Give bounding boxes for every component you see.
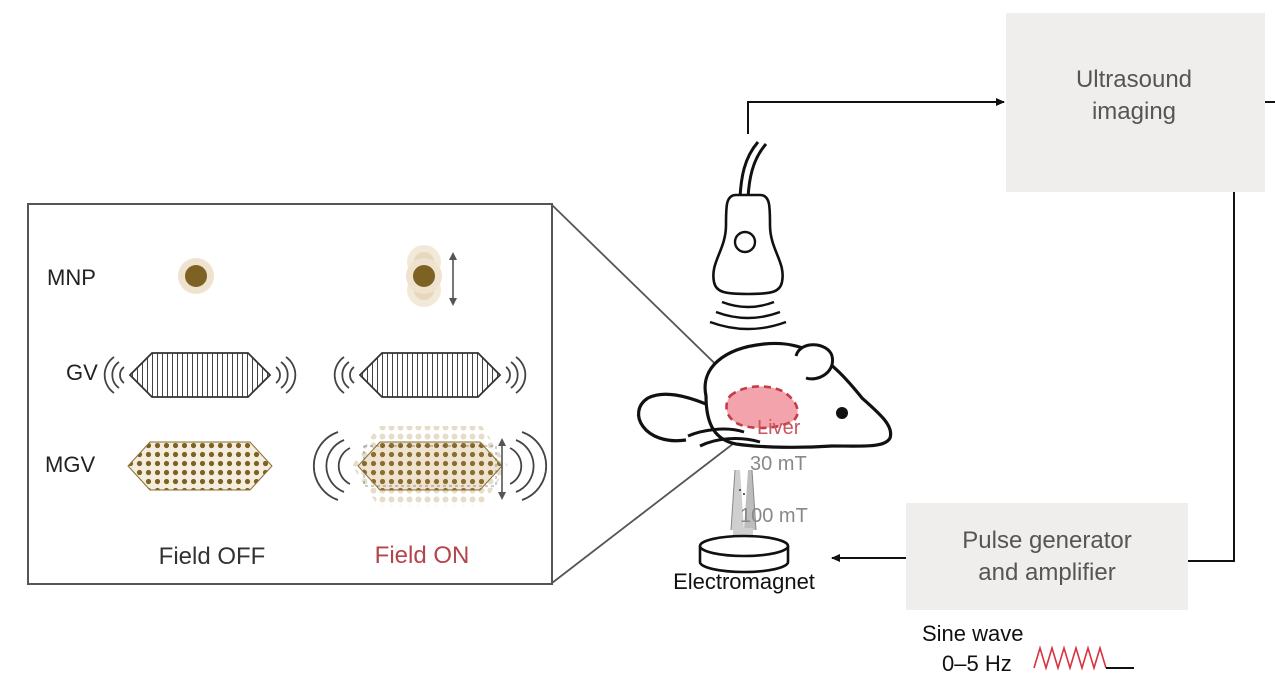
pulse-generator-label-line2: and amplifier (978, 559, 1115, 586)
probe-to-imaging-arrow (747, 98, 1005, 134)
signal-frequency-label: 0–5 Hz (942, 651, 1012, 676)
mgv-field-off (127, 441, 273, 491)
field-strength-lower: 100 mT (740, 505, 808, 527)
acoustic-wave-right-icon (509, 431, 548, 501)
acoustic-wave-right-icon (275, 356, 297, 394)
connectors (747, 98, 1275, 562)
acoustic-wave-left-icon (333, 356, 355, 394)
ultrasound-imaging-label-line1: Ultrasound (1076, 66, 1192, 93)
pulse-generator-label-line1: Pulse generator (962, 527, 1131, 554)
electromagnet-label: Electromagnet (673, 569, 815, 594)
row-label-mnp: MNP (47, 265, 96, 290)
electromagnet-icon: Electromagnet (673, 534, 815, 594)
zoom-line-bottom (551, 439, 739, 584)
column-label-field-off: Field OFF (159, 543, 266, 570)
liver-organ (725, 385, 799, 430)
ultrasound-imaging-label-line2: imaging (1092, 98, 1176, 125)
pulse-generator-box: Pulse generator and amplifier (906, 503, 1188, 610)
acoustic-wave-left-icon (103, 356, 125, 394)
mnp-field-on (406, 245, 457, 307)
row-label-mgv: MGV (45, 452, 95, 477)
inset-panel: MNP GV MGV (27, 203, 741, 585)
ultrasound-imaging-box: Ultrasound imaging (1006, 13, 1265, 192)
gv-field-on (333, 352, 527, 398)
mnp-field-off (178, 258, 214, 294)
sine-wave-signal: Sine wave 0–5 Hz (922, 621, 1134, 676)
ultrasound-probe-icon (709, 141, 787, 331)
signal-type-label: Sine wave (922, 621, 1024, 646)
liver-label: Liver (757, 417, 801, 439)
sine-wave-icon (1033, 645, 1107, 671)
mgv-field-on (312, 426, 548, 506)
zoom-line-top (551, 204, 741, 389)
row-label-gv: GV (66, 360, 98, 385)
imaging-to-pulse-line (1188, 192, 1235, 562)
acoustic-wave-left-icon (312, 431, 351, 501)
field-strength-upper: 30 mT (750, 453, 807, 475)
ultrasound-wave-icon (709, 300, 787, 331)
mouse-illustration: Liver (637, 341, 893, 449)
magnetic-field-gradient: 30 mT 100 mT (730, 453, 808, 538)
column-label-field-on: Field ON (375, 542, 470, 569)
gv-field-off (103, 352, 297, 398)
acoustic-wave-right-icon (505, 356, 527, 394)
